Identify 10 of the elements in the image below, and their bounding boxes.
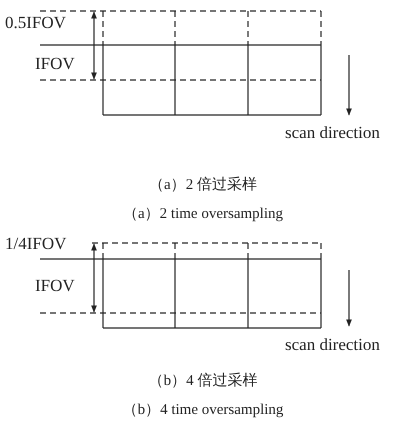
direction-label: scan direction	[285, 124, 380, 141]
caption: （a）2 time oversampling	[122, 207, 284, 222]
dimension-label: IFOV	[35, 277, 75, 294]
dimension-label: 1/4IFOV	[5, 235, 66, 252]
direction-label: scan direction	[285, 336, 380, 353]
caption: （a）2 倍过采样	[148, 178, 258, 193]
dimension-label: IFOV	[35, 55, 75, 72]
dimension-label: 0.5IFOV	[5, 14, 66, 31]
caption: （b）4 time oversampling	[122, 403, 284, 418]
caption: （b）4 倍过采样	[148, 374, 258, 389]
